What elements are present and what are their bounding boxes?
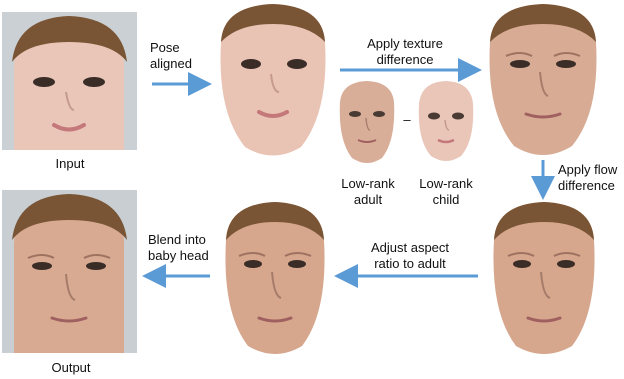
low-rank-child-face	[415, 80, 477, 166]
apply-flow-label: Apply flow difference	[558, 162, 624, 194]
pose-aligned-face	[213, 2, 333, 162]
output-label: Output	[36, 360, 106, 376]
low-rank-child-label: Low-rank child	[411, 176, 481, 208]
input-label: Input	[40, 156, 100, 172]
minus-sign: –	[399, 112, 415, 128]
pose-aligned-label: Pose aligned	[150, 40, 210, 72]
child-face-photo	[2, 12, 137, 150]
low-rank-adult-face	[336, 80, 398, 166]
adjust-aspect-label: Adjust aspect ratio to adult	[350, 240, 470, 272]
low-rank-adult-label: Low-rank adult	[333, 176, 403, 208]
flow-applied-face	[488, 200, 600, 358]
blend-label: Blend into baby head	[148, 232, 228, 264]
apply-texture-label: Apply texture difference	[340, 36, 470, 68]
texture-applied-face	[484, 2, 602, 160]
input-photo	[2, 12, 137, 150]
aspect-adjusted-face	[220, 200, 330, 358]
output-photo	[2, 190, 137, 353]
